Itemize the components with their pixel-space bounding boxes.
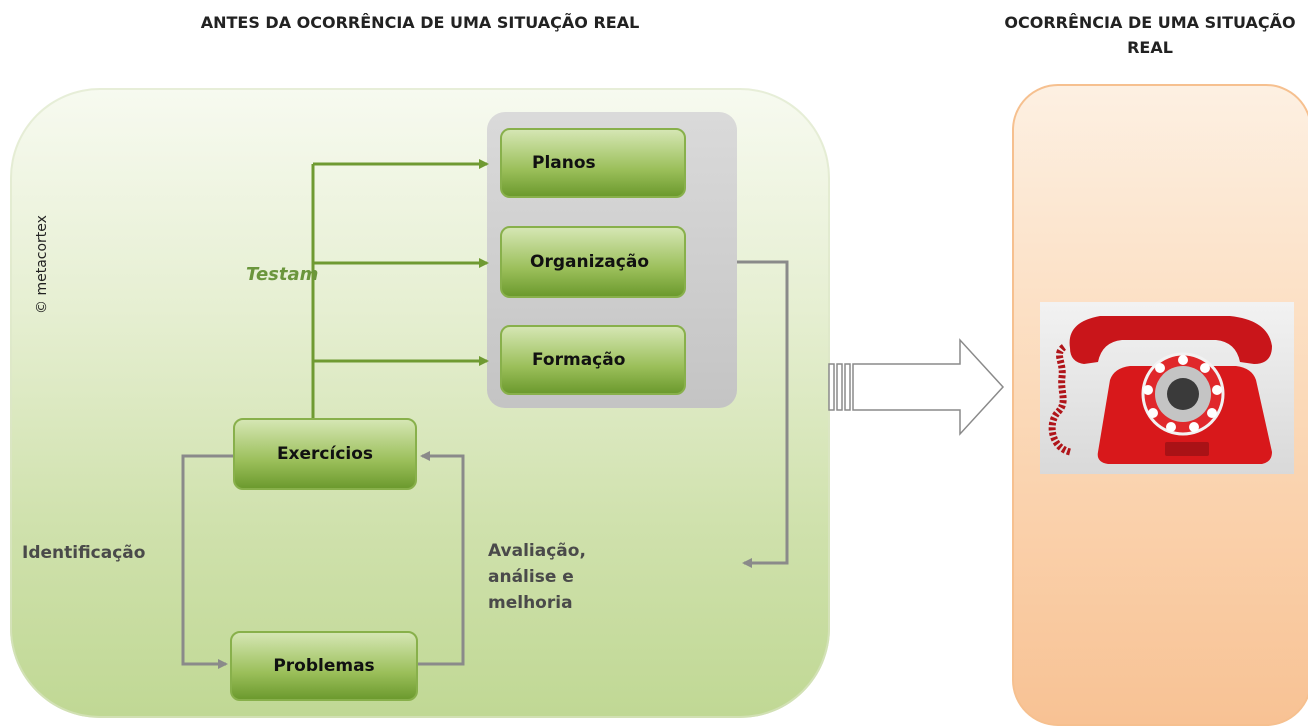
improvement-connector bbox=[418, 451, 465, 666]
testam-connector bbox=[311, 159, 489, 418]
box-planos: Planos bbox=[500, 128, 686, 198]
box-organizacao: Organização bbox=[500, 226, 686, 298]
box-formacao-label: Formação bbox=[532, 350, 626, 370]
box-formacao: Formação bbox=[500, 325, 686, 395]
box-planos-label: Planos bbox=[532, 153, 596, 173]
right-arrow-icon bbox=[828, 338, 1005, 436]
evaluation-connector bbox=[737, 260, 789, 568]
label-identificacao: Identificação bbox=[22, 543, 146, 563]
box-exercicios: Exercícios bbox=[233, 418, 417, 490]
rotary-phone-icon bbox=[1048, 316, 1272, 464]
box-problemas-label: Problemas bbox=[273, 656, 375, 676]
phone-photo bbox=[1040, 302, 1294, 474]
box-exercicios-label: Exercícios bbox=[276, 444, 374, 464]
label-testam: Testam bbox=[246, 264, 319, 285]
box-organizacao-label: Organização bbox=[530, 252, 649, 272]
label-avaliacao: Avaliação, análise e melhoria bbox=[488, 541, 586, 613]
identification-connector bbox=[181, 454, 233, 669]
title-before-real-situation: ANTES DA OCORRÊNCIA DE UMA SITUAÇÃO REAL bbox=[200, 13, 640, 32]
title-real-situation: OCORRÊNCIA DE UMA SITUAÇÃO REAL bbox=[1004, 13, 1296, 57]
box-problemas: Problemas bbox=[230, 631, 418, 701]
